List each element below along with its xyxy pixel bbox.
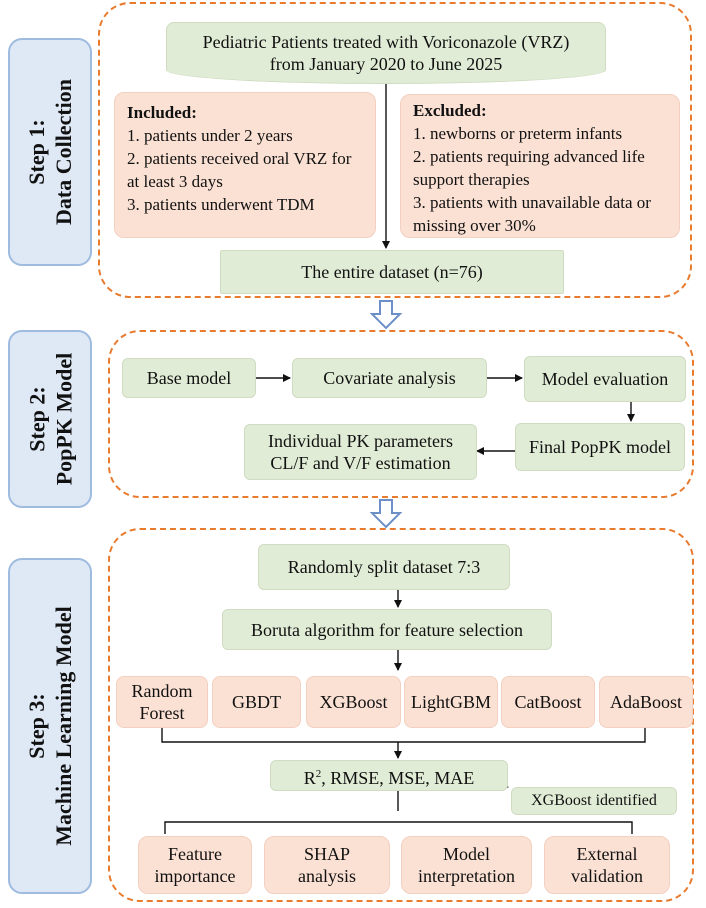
step1-label: Step 1:Data Collection bbox=[8, 38, 92, 266]
dataset-box: The entire dataset (n=76) bbox=[220, 250, 564, 294]
final-poppk-label: Final PopPK model bbox=[528, 437, 671, 457]
models-merge-line bbox=[161, 728, 646, 743]
model-adaboost: AdaBoost bbox=[599, 676, 693, 728]
boruta-box: Boruta algorithm for feature selection bbox=[222, 609, 552, 650]
split-dataset-label: Randomly split dataset 7:3 bbox=[287, 557, 481, 577]
covariate-analysis-box: Covariate analysis bbox=[292, 358, 487, 398]
included-title: Included: bbox=[127, 103, 197, 122]
metrics-box: R2, RMSE, MSE, MAE bbox=[270, 760, 508, 791]
included-item-1: 1. patients under 2 years bbox=[127, 126, 293, 145]
model-random-forest: Random Forest bbox=[116, 676, 208, 728]
xgboost-identified-label: XGBoost identified bbox=[531, 792, 657, 809]
split-dataset-box: Randomly split dataset 7:3 bbox=[258, 544, 510, 590]
data-collection-panel bbox=[98, 2, 692, 298]
excluded-item-2: 2. patients requiring advanced life supp… bbox=[413, 147, 645, 189]
model-lightgbm: LightGBM bbox=[404, 676, 498, 728]
xgboost-identified-box: XGBoost identified bbox=[511, 787, 677, 815]
included-item-2: 2. patients received oral VRZ for at lea… bbox=[127, 149, 352, 191]
included-item-3: 3. patients underwent TDM bbox=[127, 195, 315, 214]
model-lightgbm-label: LightGBM bbox=[410, 692, 491, 712]
poppk-panel bbox=[108, 330, 694, 498]
step3-label: Step 3:Machine Learning Model bbox=[8, 558, 92, 894]
model-xgboost-label: XGBoost bbox=[319, 692, 388, 712]
population-box: Pediatric Patients treated with Voricona… bbox=[166, 22, 606, 84]
down-arrow-step2-step3 bbox=[369, 499, 403, 529]
population-line1: Pediatric Patients treated with Voricona… bbox=[202, 32, 570, 52]
step2-label: Step 2:PopPK Model bbox=[8, 330, 92, 508]
dataset-label: The entire dataset (n=76) bbox=[301, 262, 483, 282]
model-evaluation-label: Model evaluation bbox=[541, 369, 669, 389]
excluded-title: Excluded: bbox=[413, 101, 487, 120]
model-catboost: CatBoost bbox=[501, 676, 595, 728]
outputs-split-line bbox=[164, 821, 633, 834]
base-model-label: Base model bbox=[146, 368, 232, 388]
model-xgboost: XGBoost bbox=[306, 676, 401, 728]
individual-pk-line1: Individual PK parameters bbox=[268, 431, 453, 451]
metrics-label: R2, RMSE, MSE, MAE bbox=[303, 767, 475, 788]
individual-pk-box: Individual PK parameters CL/F and V/F es… bbox=[244, 424, 477, 480]
model-adaboost-label: AdaBoost bbox=[610, 692, 682, 712]
individual-pk-line2: CL/F and V/F estimation bbox=[270, 453, 451, 473]
model-catboost-label: CatBoost bbox=[514, 692, 582, 712]
covariate-analysis-label: Covariate analysis bbox=[323, 368, 456, 388]
down-arrow-step1-step2 bbox=[369, 300, 403, 330]
model-evaluation-box: Model evaluation bbox=[524, 356, 686, 402]
excluded-item-3: 3. patients with unavailable data or mis… bbox=[413, 193, 651, 235]
base-model-box: Base model bbox=[122, 358, 256, 398]
excluded-box: Excluded: 1. newborns or preterm infants… bbox=[400, 94, 680, 238]
population-line2: from January 2020 to June 2025 bbox=[269, 54, 503, 74]
boruta-label: Boruta algorithm for feature selection bbox=[251, 619, 523, 640]
model-random-forest-label: Random Forest bbox=[131, 681, 193, 723]
ml-panel bbox=[108, 528, 694, 902]
final-poppk-box: Final PopPK model bbox=[515, 423, 685, 471]
model-gbdt-label: GBDT bbox=[232, 692, 281, 712]
included-box: Included: 1. patients under 2 years 2. p… bbox=[114, 92, 376, 238]
model-gbdt: GBDT bbox=[212, 676, 301, 728]
excluded-item-1: 1. newborns or preterm infants bbox=[413, 124, 623, 143]
